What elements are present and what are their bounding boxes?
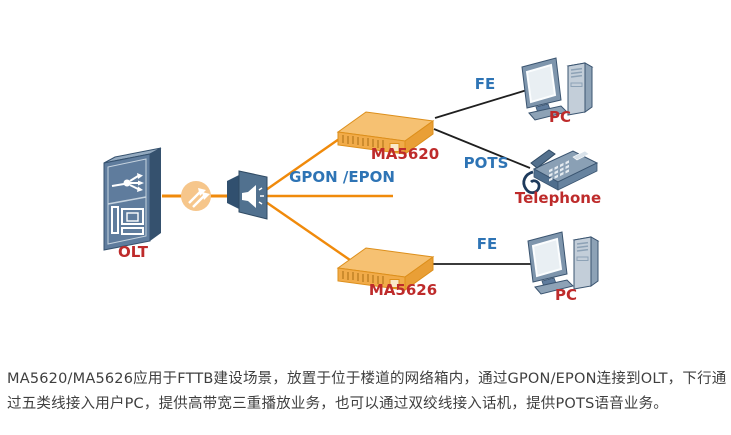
splitter-icon	[227, 170, 268, 220]
link-ma5620-pc	[434, 89, 528, 119]
topology-diagram	[103, 57, 599, 295]
link-splitter-ma5620	[262, 129, 353, 193]
pc-bottom-icon	[527, 231, 599, 295]
pc-top-label: PC	[548, 108, 571, 126]
olt-splitter-glyph	[111, 173, 144, 192]
telephone-label: Telephone	[514, 189, 602, 207]
fe-top-label: FE	[474, 75, 496, 93]
fe-bottom-label: FE	[476, 235, 498, 253]
link-splitter-ma5626	[262, 199, 351, 261]
optical-transport-icon	[181, 181, 211, 211]
pc-bottom-label: PC	[554, 286, 577, 304]
ma5626-label: MA5626	[368, 281, 438, 299]
link-ma5620-phone	[433, 128, 531, 169]
caption-text: MA5620/MA5626应用于FTTB建设场景，放置于位于楼道的网络箱内，通过…	[7, 371, 727, 413]
gpon-epon-label: GPON /EPON	[289, 168, 395, 186]
ma5620-label: MA5620	[370, 145, 440, 163]
olt-terminal-glyph	[111, 206, 144, 235]
olt-icon	[103, 147, 162, 251]
olt-label: OLT	[117, 243, 149, 261]
telephone-icon	[522, 149, 599, 194]
pots-label: POTS	[463, 154, 509, 172]
copper-links	[433, 89, 533, 265]
